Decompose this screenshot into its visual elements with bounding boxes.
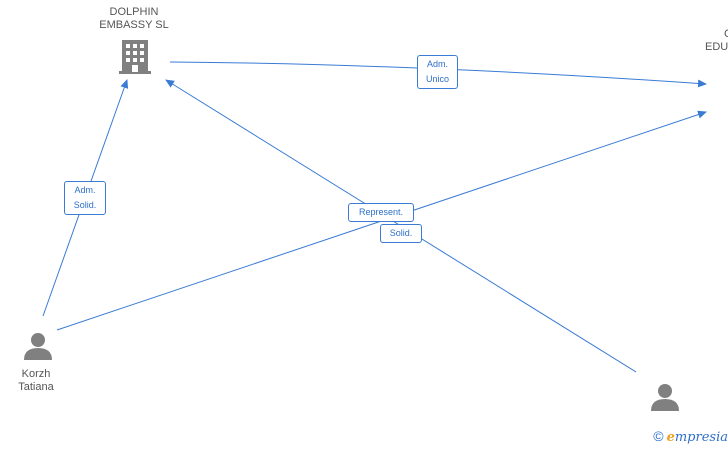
edge-label-adm-solid: Adm. Solid. [64, 181, 106, 215]
edge-label-line2: Solid. [73, 200, 97, 210]
person-icon [651, 384, 679, 411]
building-icon [119, 40, 151, 74]
edge-label-solid: Solid. [380, 224, 422, 243]
person-icon [24, 333, 52, 360]
company-name-line2: EMBASSY SL [99, 19, 169, 31]
company-name-line1: DOLPHIN [109, 6, 159, 18]
company-label-edu: C EDU [704, 28, 728, 54]
company-label-dolphin: DOLPHIN EMBASSY SL [94, 6, 174, 32]
edge-label-represent: Represent. [348, 203, 414, 222]
person-name-line2: Tatiana [18, 381, 54, 393]
edge-label-adm-unico: Adm. Unico [417, 55, 458, 89]
copyright-symbol: © [653, 428, 664, 444]
company-name-line2: EDU [705, 41, 728, 53]
person-name-line1: Korzh [21, 368, 51, 380]
edge-label-text: Solid. [389, 228, 413, 238]
brand-initial: e [666, 430, 675, 445]
edge-label-text: Represent. [358, 207, 404, 217]
empresia-watermark: ©empresia [653, 428, 728, 445]
company-name-line1: C [724, 28, 728, 40]
person-label-korzh: Korzh Tatiana [6, 368, 66, 394]
edge-label-line1: Adm. [426, 59, 448, 69]
edge-label-line1: Adm. [74, 185, 96, 195]
brand-name: mpresia [674, 430, 728, 445]
edge-label-line2: Unico [425, 74, 449, 84]
